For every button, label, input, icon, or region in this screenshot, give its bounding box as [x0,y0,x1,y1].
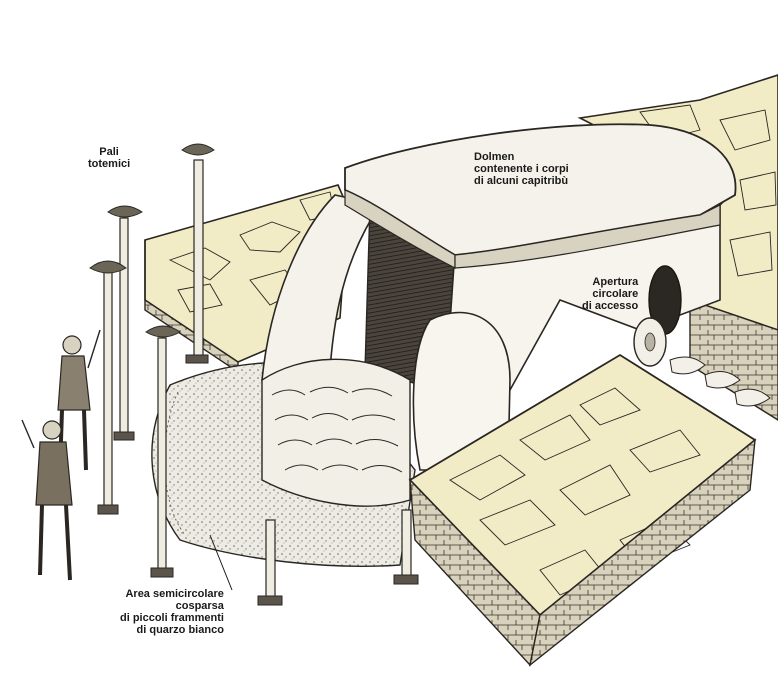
label-line: di alcuni capitribù [474,175,569,187]
totem-pole [181,143,215,364]
cobble-entrance [261,358,411,507]
label-line: contenente i corpi [474,163,569,175]
label-line: Pali [99,146,119,158]
label-area: Area semicircolare cosparsa di piccoli f… [120,588,224,636]
totem-pole [107,205,143,441]
label-pali-totemici: Pali totemici [88,146,130,170]
capstone [344,123,737,269]
warrior-figure [21,419,73,581]
totem-pole [145,325,181,578]
label-line: cosparsa [175,600,224,612]
label-line: circolare [592,288,639,300]
label-line: di accesso [582,300,639,312]
totem-pole [257,519,283,606]
label-line: totemici [88,158,131,170]
label-dolmen: Dolmen contenente i corpi di alcuni capi… [474,151,569,187]
circular-access-stone [633,265,682,367]
label-line: Dolmen [474,151,515,163]
dolmen-walls [261,194,721,471]
label-line: Area semicircolare [125,588,224,600]
rubble-right [669,356,771,407]
label-line: di quarzo bianco [136,624,224,636]
totem-pole [89,260,127,515]
label-line: Apertura [592,276,639,288]
paving-front [408,353,757,667]
leader-lines [209,534,233,591]
totem-pole [393,509,419,585]
totem-poles [89,143,419,606]
label-line: di piccoli frammenti [120,612,224,624]
label-apertura: Apertura circolare di accesso [582,276,638,312]
